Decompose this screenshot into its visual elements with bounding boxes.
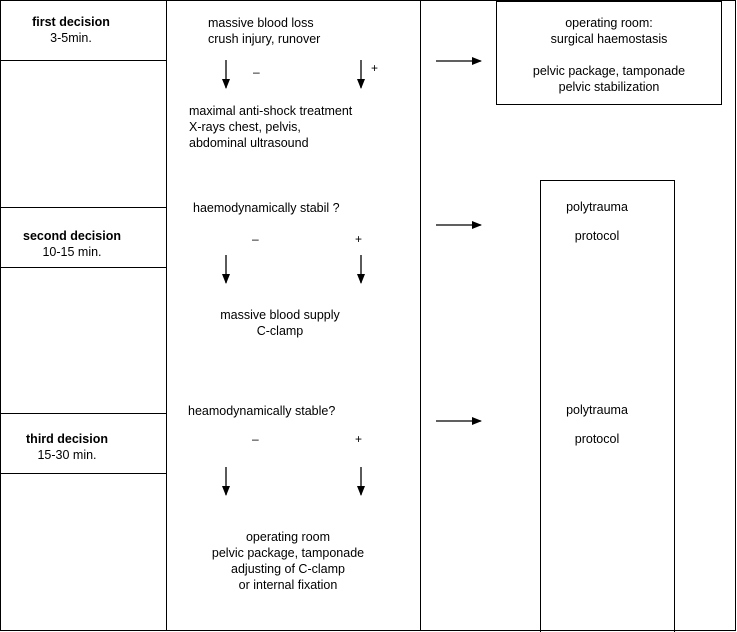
blood-supply-text: massive blood supply xyxy=(220,308,340,322)
first-decision-time: 3-5min. xyxy=(50,31,92,45)
or-box-title: operating room: xyxy=(565,16,653,30)
protocol-label-2: protocol xyxy=(574,432,620,446)
c-clamp-text: C-clamp xyxy=(256,324,304,338)
heamodynamically-stable-question: heamodynamically stable? xyxy=(188,404,336,418)
final-operating-room-text: operating room xyxy=(245,530,331,544)
third-decision-time: 15-30 min. xyxy=(37,448,97,462)
third-decision-title: third decision xyxy=(26,432,108,446)
minus-sign-5: – xyxy=(252,432,259,446)
second-decision-box xyxy=(0,207,167,268)
polytrauma-label-1: polytrauma xyxy=(566,200,628,214)
final-pelvic-package-text: pelvic package, tamponade xyxy=(211,546,365,560)
second-decision-title: second decision xyxy=(23,229,121,243)
internal-fixation-text: or internal fixation xyxy=(238,578,338,592)
minus-sign-1: – xyxy=(253,65,260,79)
second-decision-time: 10-15 min. xyxy=(42,245,102,259)
adjusting-c-clamp-text: adjusting of C-clamp xyxy=(231,562,345,576)
ultrasound-text: abdominal ultrasound xyxy=(189,136,309,150)
anti-shock-text: maximal anti-shock treatment xyxy=(189,104,353,118)
third-decision-box xyxy=(0,413,167,474)
polytrauma-box xyxy=(540,180,675,632)
plus-sign-5: + xyxy=(355,432,363,446)
minus-sign-3: – xyxy=(252,232,259,246)
polytrauma-label-2: polytrauma xyxy=(566,403,628,417)
xrays-text: X-rays chest, pelvis, xyxy=(189,120,301,134)
plus-sign-1: + xyxy=(371,61,379,75)
or-box-haemostasis: surgical haemostasis xyxy=(550,32,668,46)
plus-sign-3: + xyxy=(355,232,363,246)
or-box-pelvic-package: pelvic package, tamponade xyxy=(532,64,686,78)
haemodynamically-stabil-question: haemodynamically stabil ? xyxy=(193,201,340,215)
operating-room-box xyxy=(496,1,722,105)
crush-injury-text: crush injury, runover xyxy=(208,32,321,46)
blood-loss-text: massive blood loss xyxy=(208,16,314,30)
first-decision-title: first decision xyxy=(32,15,110,29)
or-box-stabilization: pelvic stabilization xyxy=(558,80,660,94)
protocol-label-1: protocol xyxy=(574,229,620,243)
